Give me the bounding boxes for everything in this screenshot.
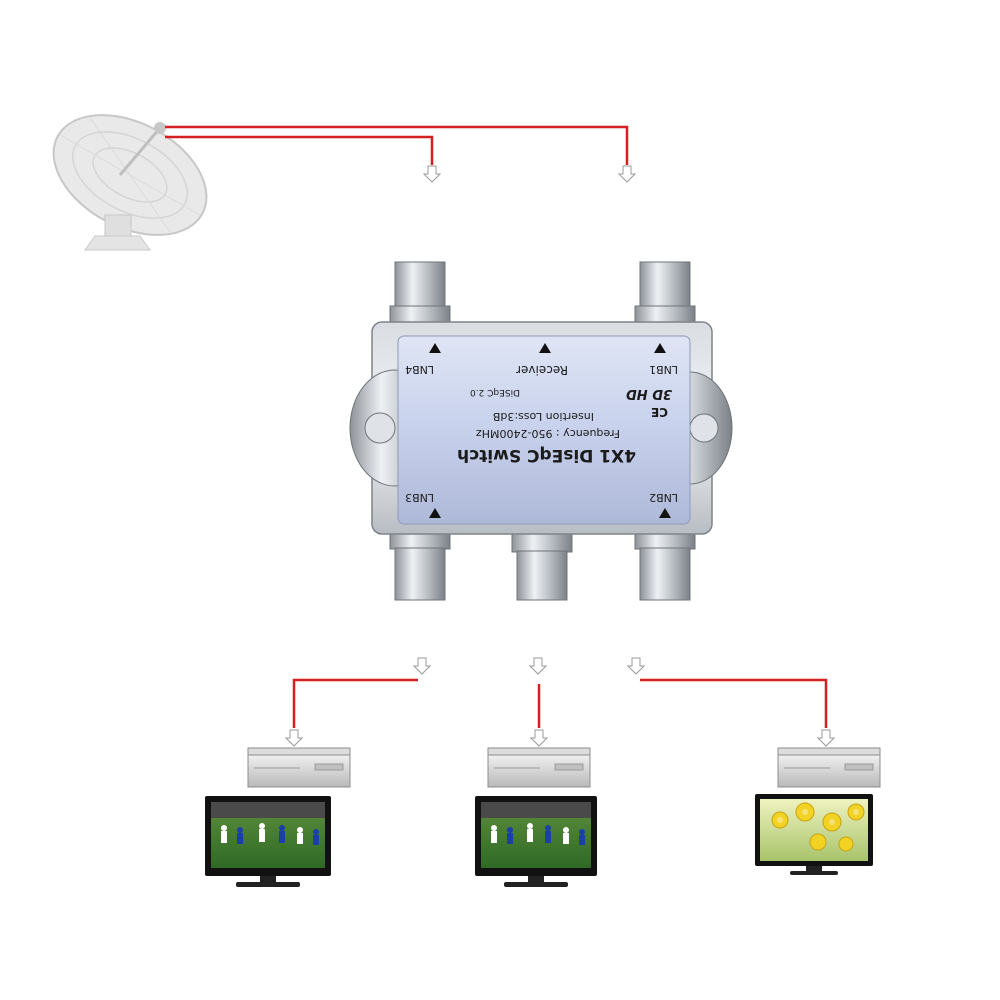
output-arrow-icons	[284, 657, 836, 747]
set-top-box-icon	[487, 747, 591, 788]
ce-mark: CE	[651, 405, 668, 419]
set-top-box-icon	[777, 747, 881, 788]
tv-flowers-icon	[755, 794, 873, 875]
set-top-box-icon	[247, 747, 351, 788]
switch-title: 4X1 DisEqC Switch	[457, 445, 636, 465]
receiver-label: Receiver	[516, 363, 568, 377]
input-cables	[165, 125, 629, 165]
satellite-dish-icon	[52, 114, 208, 251]
lnb3-label: LNB3	[405, 491, 434, 504]
tv-football-icon	[205, 796, 331, 887]
output-cables	[292, 678, 828, 728]
port-arrow-icons	[429, 343, 671, 518]
brand-logo: 3D HD	[626, 386, 672, 401]
disecq-switch: LNB1 LNB4 LNB2 LNB3 Receiver 3D HD DiSEq…	[349, 261, 733, 601]
connector-lnb3-icon	[389, 524, 451, 601]
connector-receiver-icon	[511, 529, 573, 601]
connector-lnb1-icon	[634, 261, 696, 329]
diseqc-logo: DiSEqC 2.0	[470, 387, 520, 397]
connector-lnb4-icon	[389, 261, 451, 329]
input-arrow-icons	[422, 165, 637, 183]
connector-lnb2-icon	[634, 524, 696, 601]
lnb1-label: LNB1	[649, 363, 678, 376]
lnb4-label: LNB4	[405, 363, 434, 376]
frequency-text: Frequency : 950-2400MHz	[476, 427, 620, 440]
insertion-loss-text: Insertion Loss:3dB	[493, 410, 594, 423]
lnb2-label: LNB2	[649, 491, 678, 504]
label-text-group: LNB1 LNB4 LNB2 LNB3 Receiver 3D HD DiSEq…	[405, 363, 678, 504]
tv-football-icon	[475, 796, 597, 887]
